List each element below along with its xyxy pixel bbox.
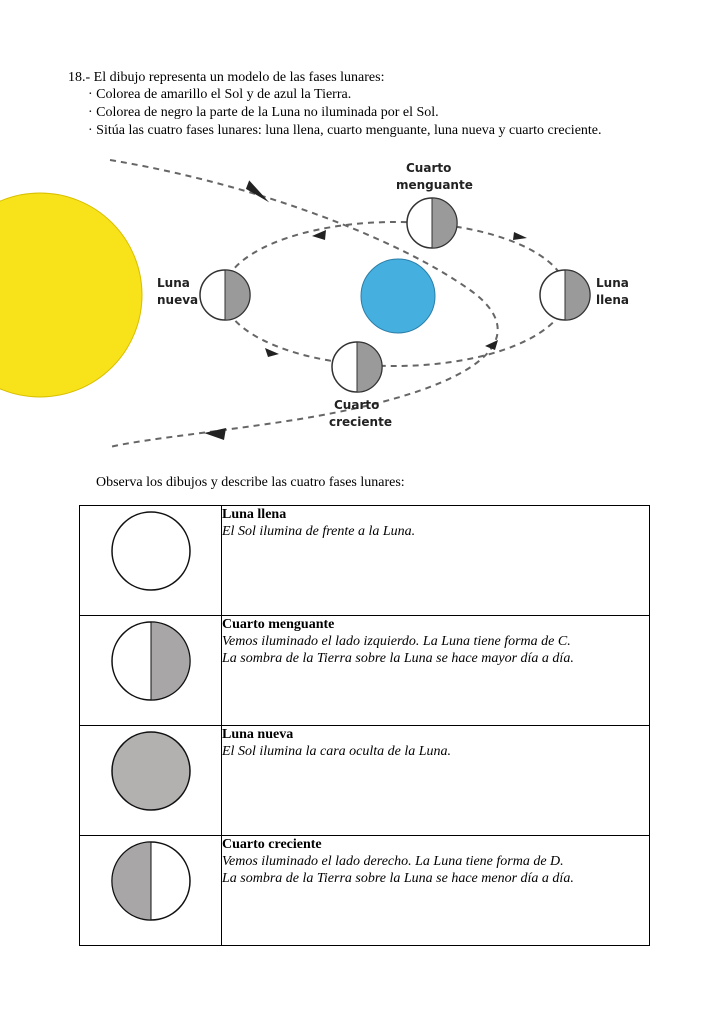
sun xyxy=(0,193,142,397)
phase-image-cell xyxy=(80,506,222,616)
phase-text-cell: Cuarto menguante Vemos iluminado el lado… xyxy=(222,616,650,726)
label-cuarto-creciente: creciente xyxy=(329,415,392,429)
phase-text-cell: Luna nueva El Sol ilumina la cara oculta… xyxy=(222,726,650,836)
phase-name: Luna nueva xyxy=(222,726,649,743)
table-row: Luna nueva El Sol ilumina la cara oculta… xyxy=(80,726,650,836)
phase-description: La sombra de la Tierra sobre la Luna se … xyxy=(222,870,649,887)
label-cuarto-menguante: menguante xyxy=(396,178,473,192)
moon-right-shadow xyxy=(565,270,590,320)
orbit-arrow xyxy=(265,348,279,357)
orbit-arrow xyxy=(312,230,326,240)
table-row: Cuarto creciente Vemos iluminado el lado… xyxy=(80,836,650,946)
moon-full-icon xyxy=(106,506,196,596)
phase-text-cell: Cuarto creciente Vemos iluminado el lado… xyxy=(222,836,650,946)
table-row: Cuarto menguante Vemos iluminado el lado… xyxy=(80,616,650,726)
orbit-arrow xyxy=(513,232,527,240)
phase-name: Luna llena xyxy=(222,506,649,523)
label-luna-nueva: Luna xyxy=(157,276,190,290)
orbit-arrow xyxy=(204,428,226,440)
moon-waxing-quarter-icon xyxy=(106,836,196,926)
moon-bottom-shadow xyxy=(357,342,382,392)
moon-left-shadow xyxy=(225,270,250,320)
orbit-arrow xyxy=(485,340,498,350)
label-luna-llena: Luna xyxy=(596,276,629,290)
phase-description: La sombra de la Tierra sobre la Luna se … xyxy=(222,650,649,667)
phase-text-cell: Luna llena El Sol ilumina de frente a la… xyxy=(222,506,650,616)
label-cuarto-creciente: Cuarto xyxy=(334,398,379,412)
label-luna-nueva: nueva xyxy=(157,293,198,307)
moon-waning-quarter-icon xyxy=(106,616,196,706)
phase-description: Vemos iluminado el lado izquierdo. La Lu… xyxy=(222,633,649,650)
phase-name: Cuarto creciente xyxy=(222,836,649,853)
observe-instruction: Observa los dibujos y describe las cuatr… xyxy=(96,474,405,491)
phase-image-cell xyxy=(80,726,222,836)
lunar-phases-diagram: Cuarto menguante Luna nueva Luna llena C… xyxy=(0,0,728,470)
phase-image-cell xyxy=(80,836,222,946)
label-cuarto-menguante: Cuarto xyxy=(406,161,451,175)
phase-image-cell xyxy=(80,616,222,726)
phase-description: El Sol ilumina la cara oculta de la Luna… xyxy=(222,743,649,760)
phase-description: Vemos iluminado el lado derecho. La Luna… xyxy=(222,853,649,870)
moon-top-shadow xyxy=(432,198,457,248)
label-luna-llena: llena xyxy=(596,293,629,307)
phases-table: Luna llena El Sol ilumina de frente a la… xyxy=(79,505,650,946)
phase-name: Cuarto menguante xyxy=(222,616,649,633)
earth xyxy=(361,259,435,333)
orbit-arrow xyxy=(244,180,273,202)
phase-description: El Sol ilumina de frente a la Luna. xyxy=(222,523,649,540)
table-row: Luna llena El Sol ilumina de frente a la… xyxy=(80,506,650,616)
moon-new-icon xyxy=(106,726,196,816)
